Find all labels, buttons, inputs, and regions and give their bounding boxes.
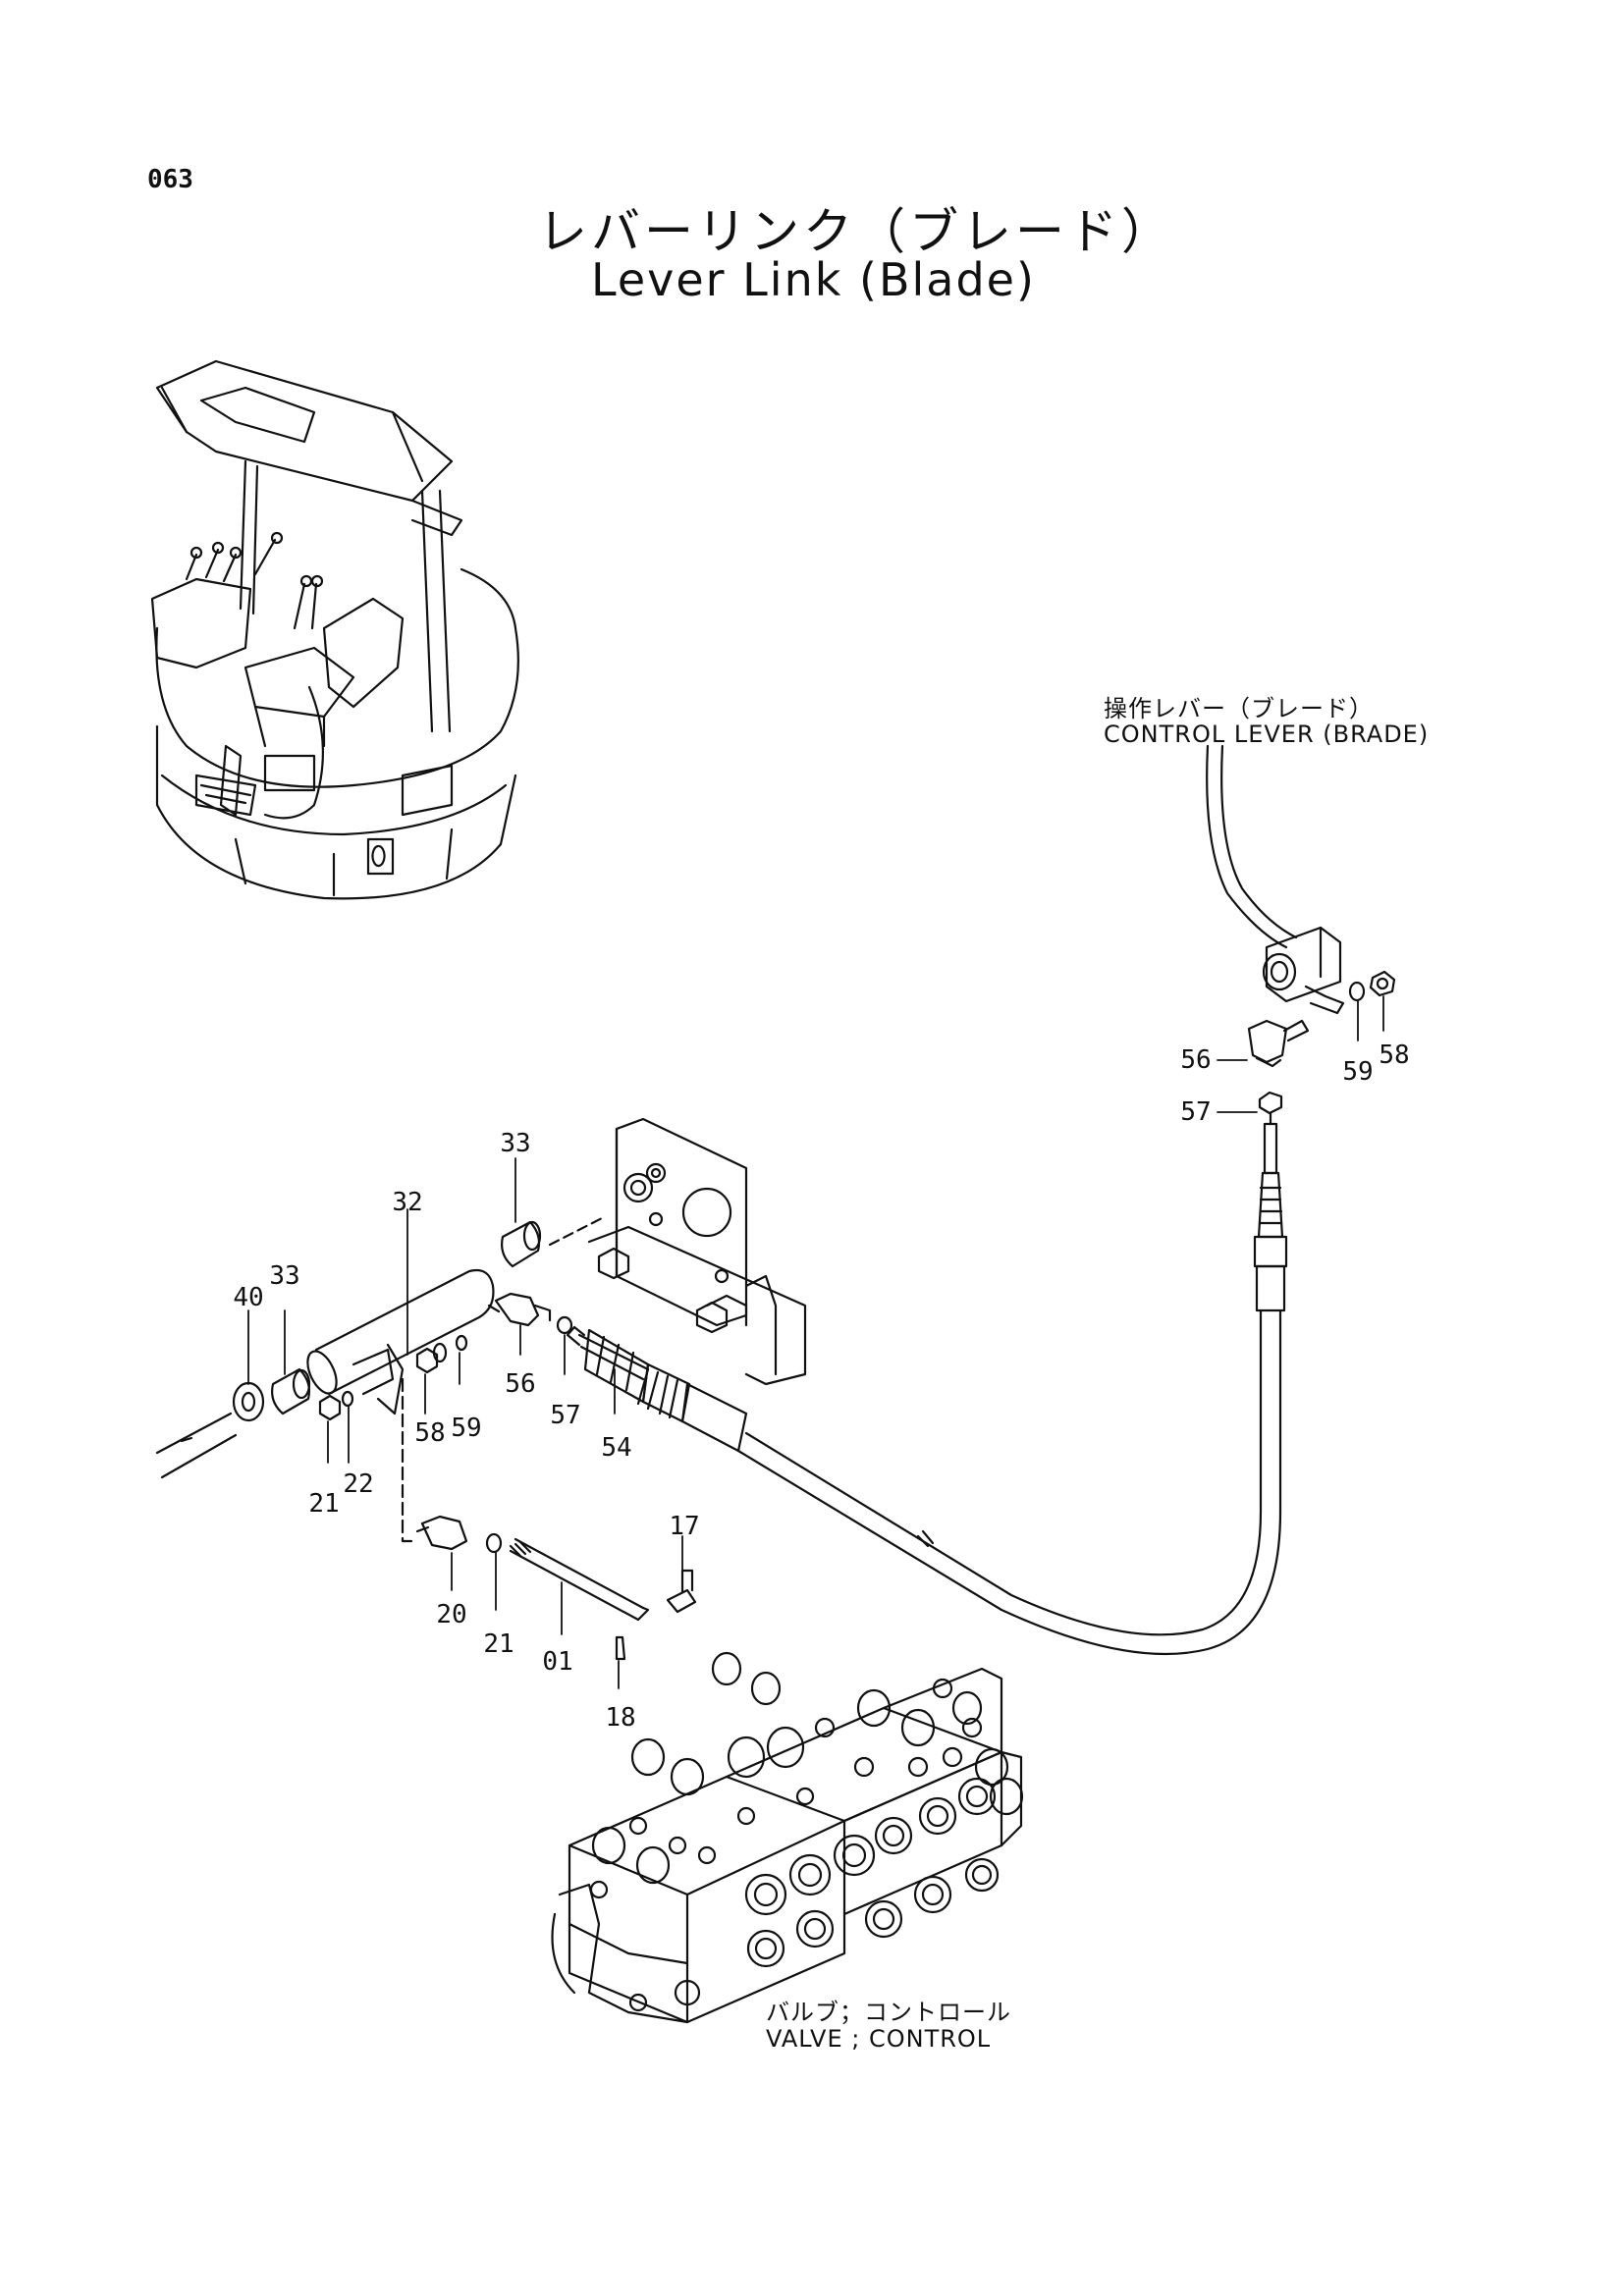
control-lever-assembly [1207, 746, 1394, 1512]
part-number-32: 32 [392, 1188, 423, 1217]
control-lever-label-jp: 操作レバー（ブレード） [1104, 695, 1374, 722]
part-number-54: 54 [601, 1433, 632, 1463]
part-number-22: 22 [343, 1469, 374, 1499]
title-english: Lever Link (Blade) [591, 253, 1036, 306]
page-number: 063 [147, 165, 193, 194]
valve-label-jp: バルブ；コントロール [766, 1999, 1011, 2026]
valve-label-en: VALVE ; CONTROL [766, 2025, 992, 2053]
part-number-57-top: 57 [1180, 1097, 1212, 1127]
control-valve-block [553, 1653, 1023, 2022]
part-number-18: 18 [605, 1703, 636, 1733]
part-number-33-lower: 33 [269, 1261, 300, 1291]
part-number-20: 20 [436, 1600, 467, 1629]
part-number-56-top: 56 [1180, 1045, 1212, 1075]
part-number-17: 17 [669, 1512, 700, 1541]
mounting-bracket [589, 1119, 805, 1384]
part-number-40: 40 [233, 1283, 264, 1312]
part-number-21-a: 21 [308, 1489, 340, 1519]
leader-lines [248, 996, 1383, 1688]
part-number-57-mid: 57 [550, 1401, 581, 1430]
title-japanese: レバーリンク（ブレード） [538, 203, 1174, 260]
machine-overview-illustration [152, 361, 518, 898]
lever-pin-assembly [157, 1222, 540, 1477]
small-hardware [320, 1217, 648, 1541]
part-number-33-upper: 33 [500, 1129, 531, 1158]
rod-assembly [417, 1517, 695, 1659]
part-number-59-mid: 59 [451, 1414, 482, 1443]
cable-54 [568, 1327, 1280, 1654]
part-number-58-top: 58 [1379, 1041, 1410, 1070]
part-number-21-b: 21 [483, 1629, 514, 1659]
part-number-56-mid: 56 [505, 1369, 536, 1399]
part-number-59-top: 59 [1342, 1057, 1374, 1087]
part-number-58-mid: 58 [414, 1418, 446, 1448]
part-number-01: 01 [542, 1647, 573, 1677]
control-lever-label-en: CONTROL LEVER (BRADE) [1104, 721, 1430, 748]
